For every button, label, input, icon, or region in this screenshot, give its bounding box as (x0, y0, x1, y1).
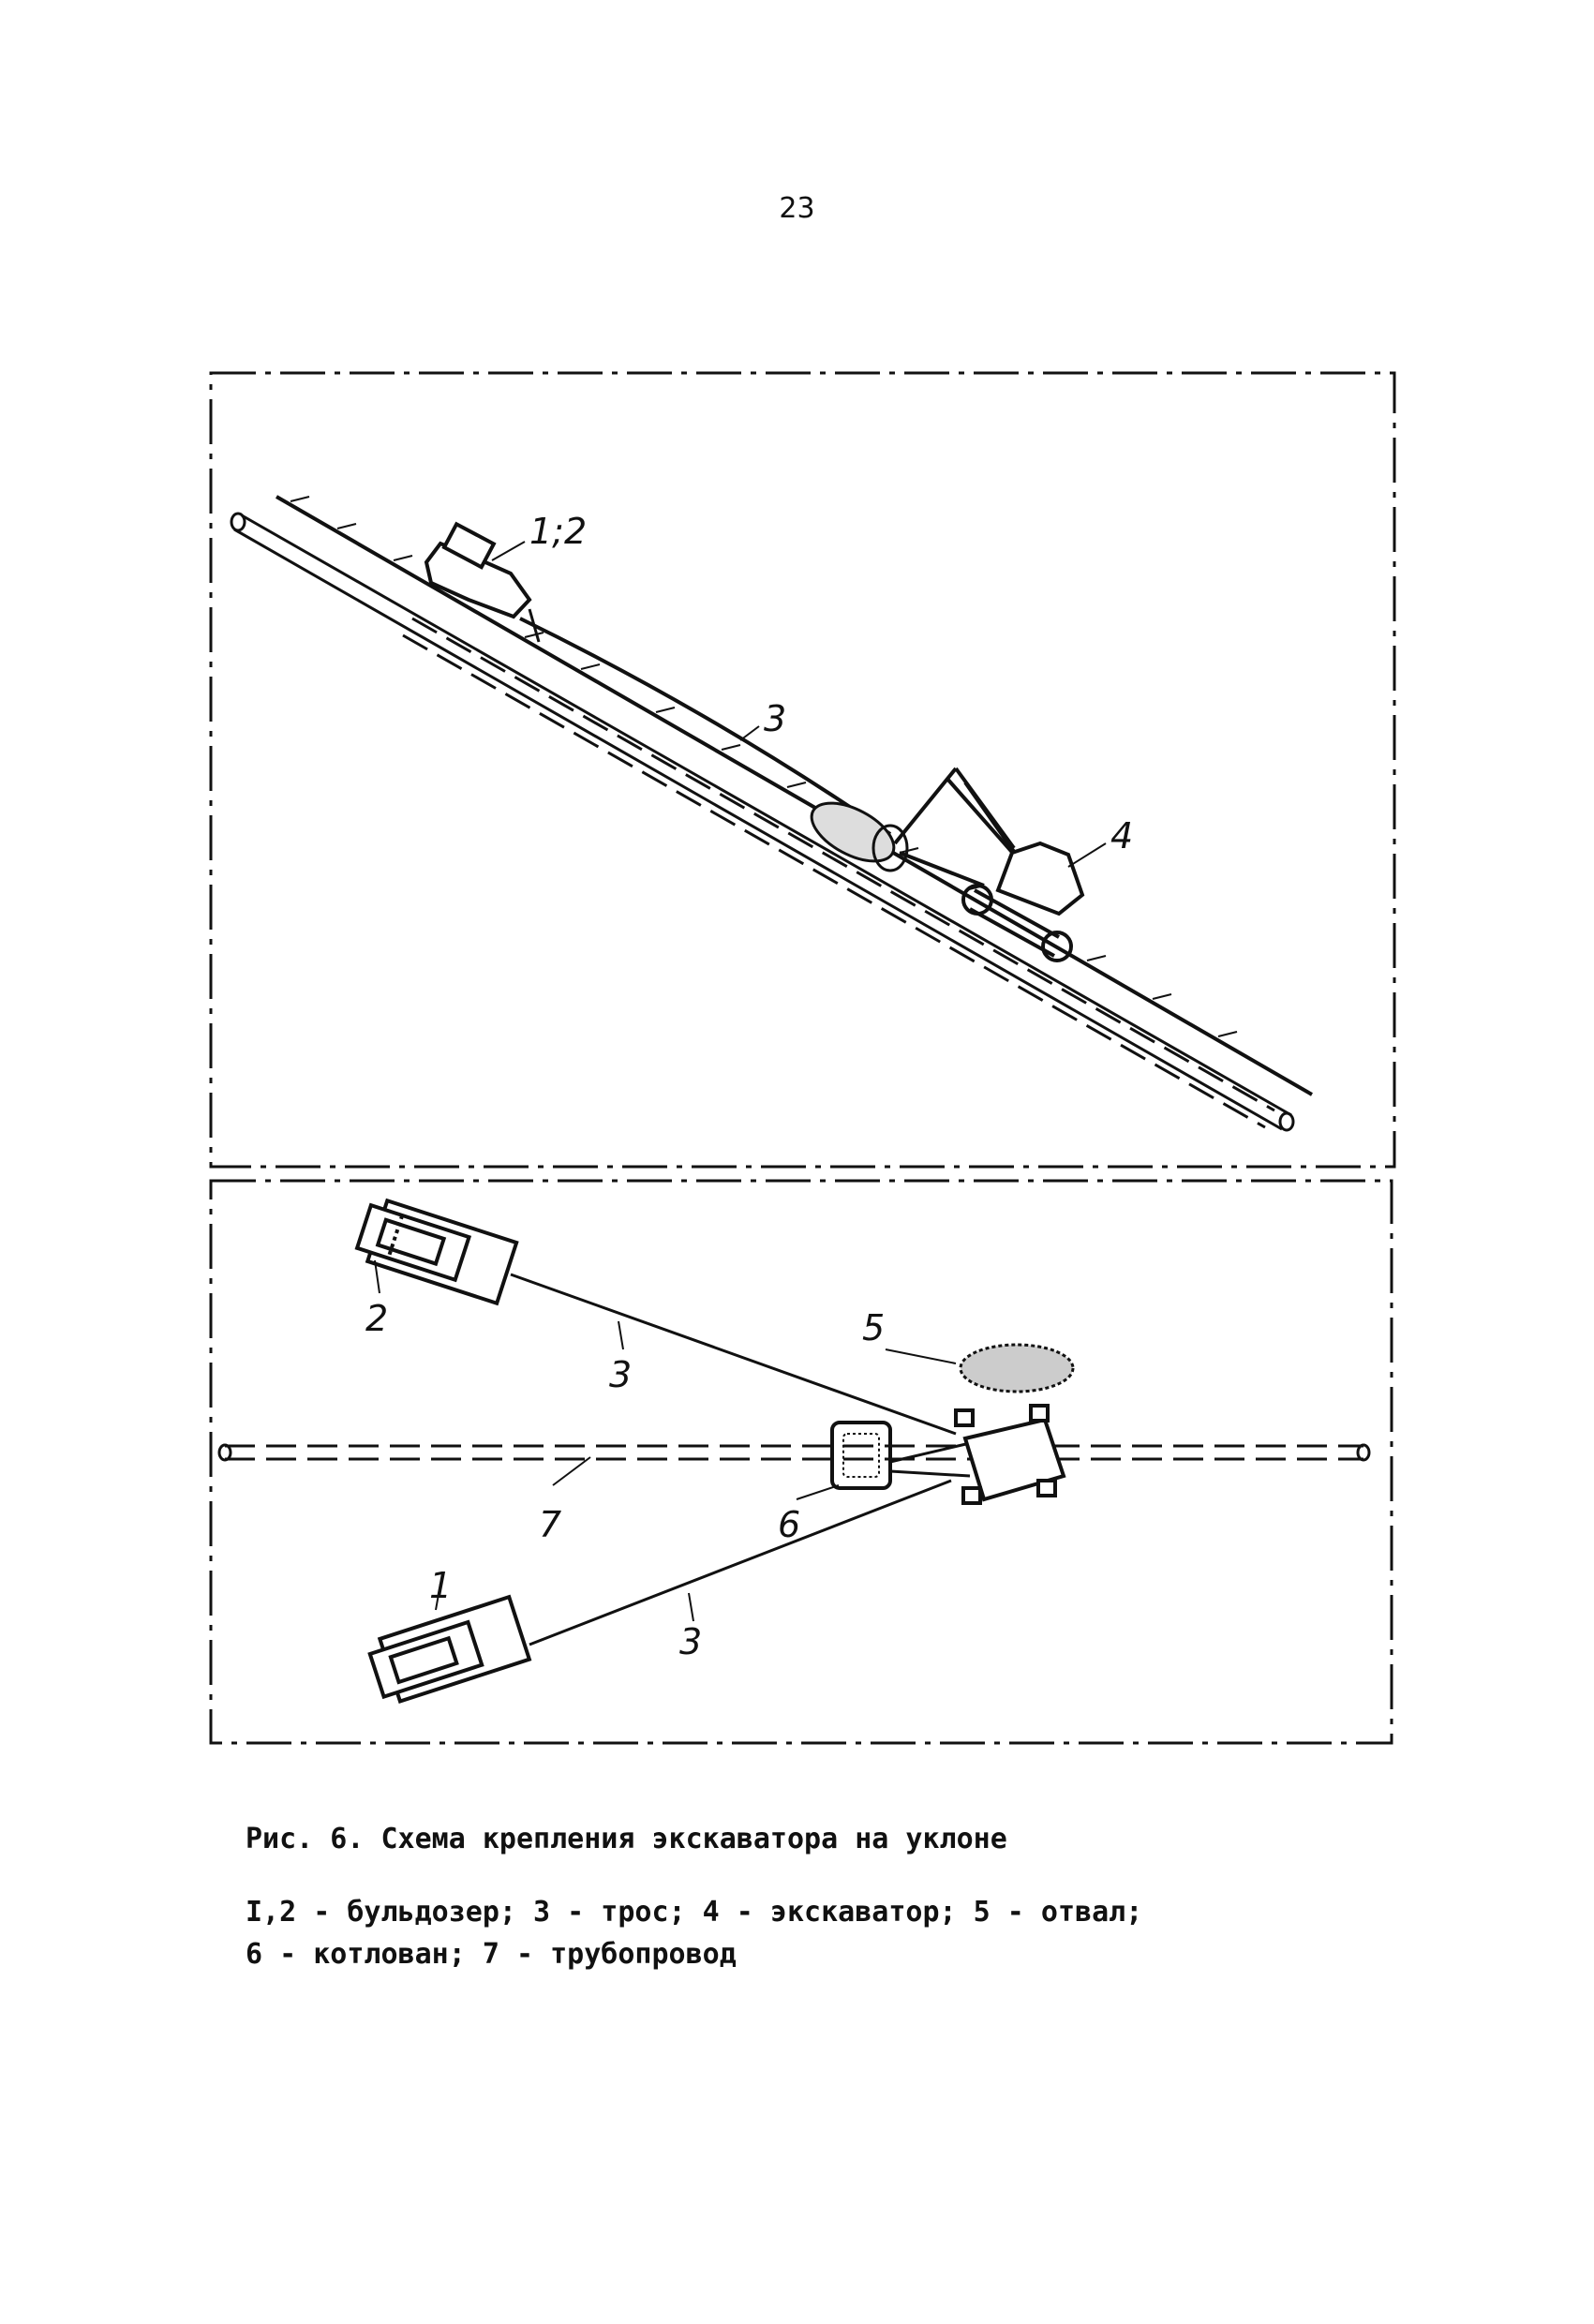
plan-view-frame (209, 1179, 1393, 1745)
bulldozer-side (424, 521, 532, 619)
spoil-plan (959, 1343, 1075, 1393)
slope-hatching (290, 496, 1238, 1037)
cables-plan (510, 1273, 957, 1646)
label-excavator-side: 4 (1110, 815, 1133, 857)
cable-side (519, 617, 892, 836)
label-cable-lower: 3 (679, 1621, 702, 1662)
label-pipeline: 7 (539, 1504, 561, 1545)
bulldozer-1-plan (367, 1594, 532, 1705)
plan-view-figure: 2 3 5 7 6 1 3 (209, 1179, 1393, 1745)
side-view-figure: 1;2 3 4 (209, 371, 1396, 1169)
pipeline-plan (217, 1443, 1371, 1462)
label-bulldozer-1: 1 (429, 1565, 452, 1606)
excavator-side (893, 767, 1085, 962)
figure-caption: Рис. 6. Схема крепления экскаватора на у… (246, 1823, 1007, 1855)
label-pit: 6 (778, 1504, 800, 1545)
bulldozer-2-plan (354, 1198, 519, 1306)
label-spoil: 5 (862, 1307, 885, 1348)
excavator-plan (889, 1404, 1066, 1505)
legend-line-2: 6 - котлован; 7 - трубопровод (246, 1938, 737, 1971)
label-cable-upper: 3 (609, 1354, 632, 1395)
label-bulldozer-2: 2 (365, 1298, 388, 1339)
trench-dashed-lines (402, 617, 1275, 1129)
page-number: 23 (779, 192, 815, 225)
label-cable-side: 3 (764, 698, 786, 739)
side-view-frame (209, 371, 1396, 1169)
pit-plan (830, 1421, 892, 1490)
pipeline-side (230, 512, 1295, 1132)
slope-surface (275, 495, 1314, 1096)
label-bulldozer-side: 1;2 (529, 511, 587, 552)
legend-line-1: I,2 - бульдозер; 3 - трос; 4 - экскавато… (246, 1896, 1143, 1929)
